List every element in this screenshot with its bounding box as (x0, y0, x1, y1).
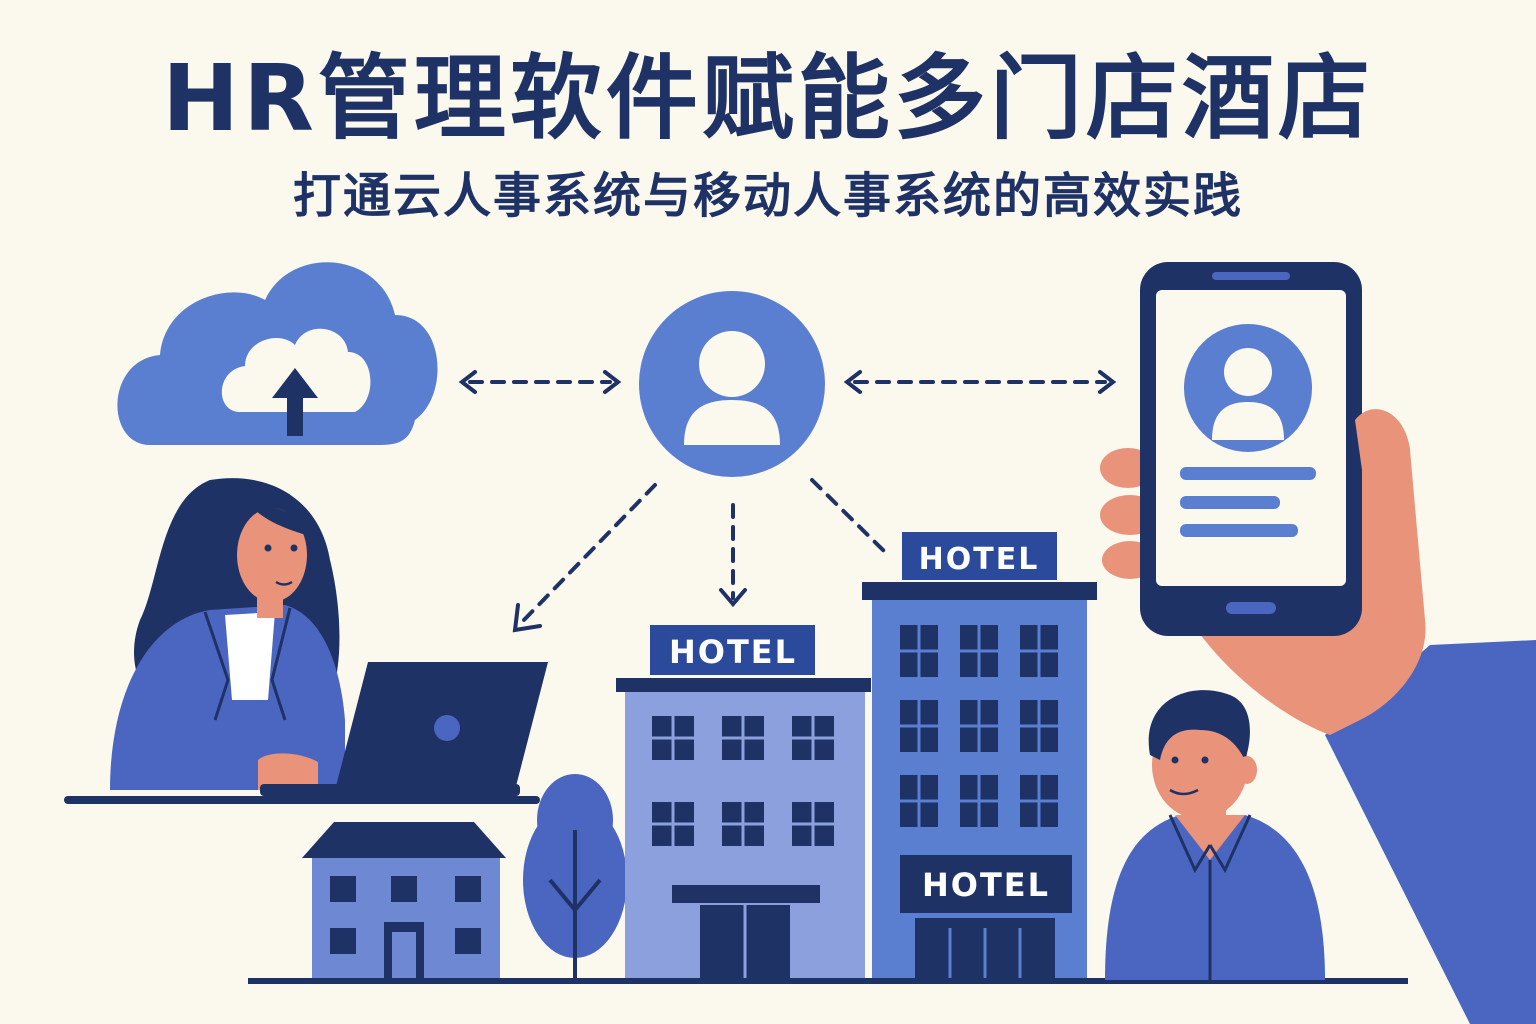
distribution-arrows (512, 478, 887, 633)
hotel-sign-tall-lower: HOTEL (922, 866, 1050, 904)
ground-line (248, 978, 1408, 984)
sync-arrow-right (843, 370, 1117, 394)
hr-woman-figure (110, 478, 345, 790)
desk-surface (64, 796, 540, 804)
laptop-icon (260, 662, 548, 796)
hand-holding-phone (1100, 410, 1536, 1024)
hotel-sign-tall-top: HOTEL (919, 542, 1040, 577)
tall-hotel-building (862, 532, 1097, 980)
tree-icon (523, 774, 627, 978)
house-icon (302, 822, 506, 980)
user-avatar-icon (639, 291, 825, 477)
hotel-sign-center: HOTEL (669, 633, 797, 671)
page-subtitle: 打通云人事系统与移动人事系统的高效实践 (292, 168, 1243, 224)
hotel-building-icon (616, 625, 871, 980)
page-title: HR管理软件赋能多门店酒店 (162, 45, 1374, 152)
cloud-upload-icon (117, 262, 438, 445)
sync-arrow-left (458, 370, 622, 394)
thumb (1355, 409, 1410, 500)
smartphone-icon (1140, 262, 1362, 636)
staff-man-figure (1105, 690, 1325, 980)
